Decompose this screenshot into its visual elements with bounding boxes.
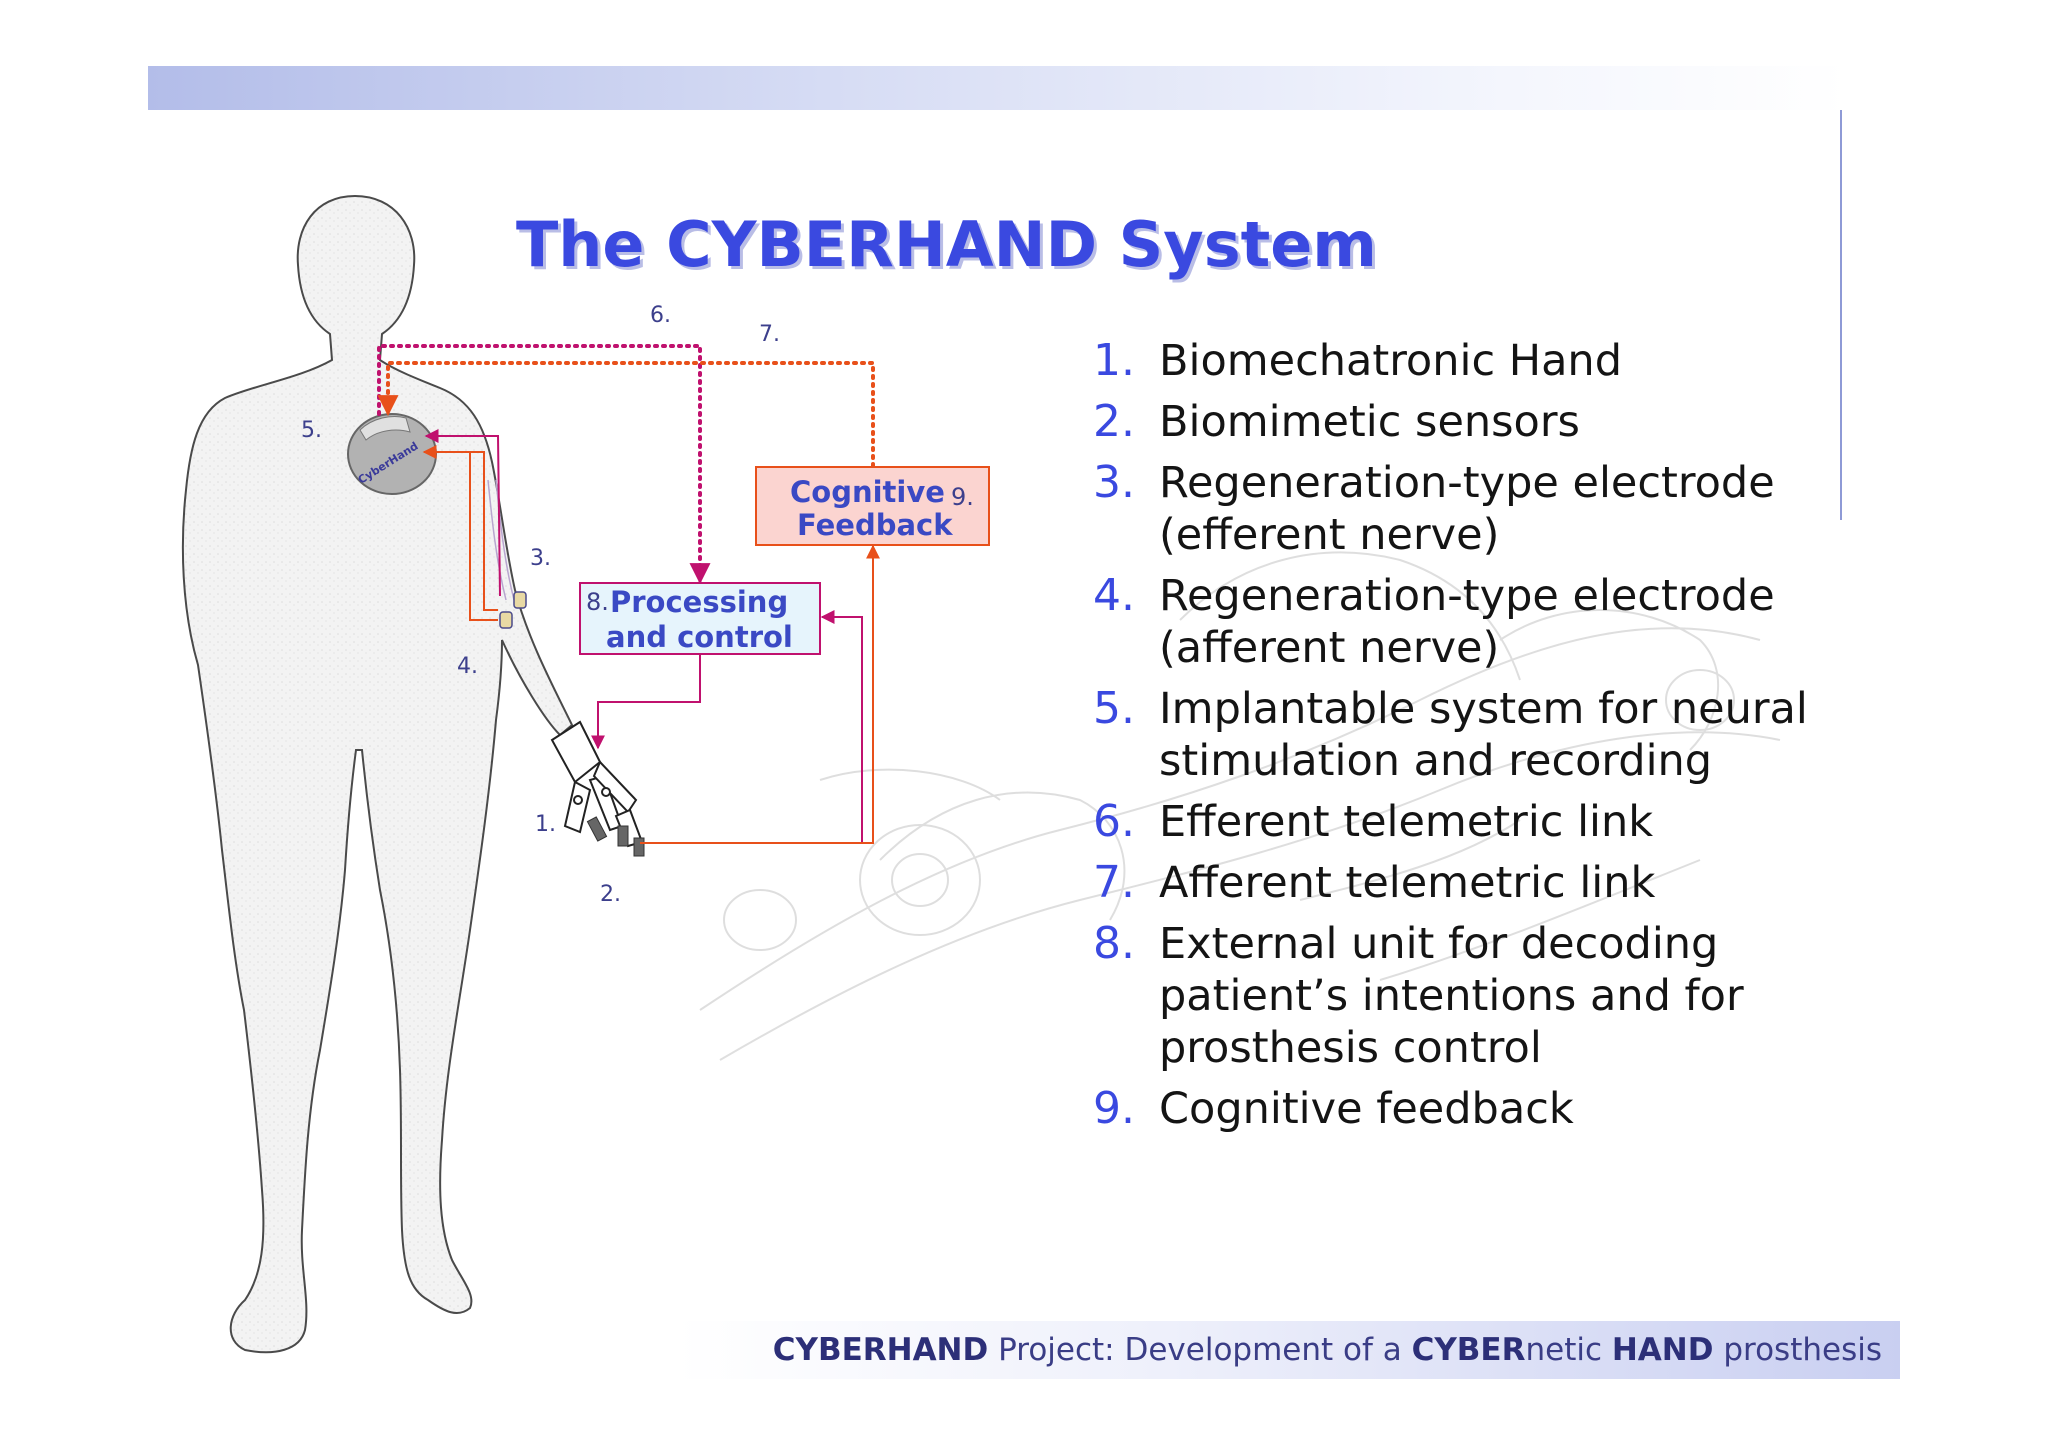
connection-lines bbox=[377, 344, 880, 844]
legend-item: 6. Efferent telemetric link bbox=[1093, 796, 1813, 848]
legend-text: External unit for decoding patient’s int… bbox=[1159, 919, 1744, 1073]
arm-nerve-fibers bbox=[487, 479, 515, 601]
legend-item: 2. Biomimetic sensors bbox=[1093, 396, 1813, 448]
slide-title: The CYBERHAND System bbox=[516, 208, 1377, 281]
mechanical-hand-sketch bbox=[699, 551, 1781, 1061]
feedback-label-line1: Cognitive bbox=[790, 475, 945, 509]
legend-item: 5. Implantable system for neural stimula… bbox=[1093, 683, 1813, 787]
footer-text: Project: Development of a bbox=[988, 1332, 1412, 1368]
legend-item: 3. Regeneration-type electrode (efferent… bbox=[1093, 457, 1813, 561]
legend-text: Regeneration-type electrode (efferent ne… bbox=[1159, 458, 1775, 560]
right-divider bbox=[1840, 110, 1842, 520]
feedback-label-line2: Feedback bbox=[797, 508, 953, 542]
legend-number: 7. bbox=[1093, 857, 1135, 908]
legend-text: Regeneration-type electrode (afferent ne… bbox=[1159, 571, 1775, 673]
cognitive-feedback-box: Cognitive Feedback 9. bbox=[755, 466, 990, 546]
footer-text-prosthesis: prosthesis bbox=[1713, 1332, 1882, 1368]
legend-item: 7. Afferent telemetric link bbox=[1093, 857, 1813, 909]
legend-item: 9. Cognitive feedback bbox=[1093, 1083, 1813, 1135]
legend-number: 4. bbox=[1093, 570, 1135, 621]
legend-item: 8. External unit for decoding patient’s … bbox=[1093, 918, 1813, 1074]
callout-4: 4. bbox=[457, 654, 478, 679]
legend-text: Efferent telemetric link bbox=[1159, 797, 1654, 847]
legend-list: 1. Biomechatronic Hand 2. Biomimetic sen… bbox=[1093, 335, 1813, 1144]
callout-1: 1. bbox=[535, 812, 556, 837]
callout-7: 7. bbox=[759, 322, 780, 347]
callout-2: 2. bbox=[600, 882, 621, 907]
callout-6: 6. bbox=[650, 303, 671, 328]
callout-3: 3. bbox=[530, 546, 551, 571]
legend-number: 3. bbox=[1093, 457, 1135, 508]
legend-item: 1. Biomechatronic Hand bbox=[1093, 335, 1813, 387]
footer-project-name: CYBERHAND bbox=[772, 1332, 989, 1368]
biomimetic-sensors bbox=[586, 816, 645, 857]
footer-hand: HAND bbox=[1611, 1332, 1714, 1368]
feedback-number: 9. bbox=[951, 483, 974, 511]
header-band bbox=[148, 66, 1848, 110]
processing-label-line2: and control bbox=[606, 620, 793, 654]
legend-text: Biomimetic sensors bbox=[1159, 397, 1580, 447]
processing-label-line1: Processing bbox=[610, 585, 788, 619]
legend-number: 8. bbox=[1093, 918, 1135, 969]
processing-box: 8. Processing and control bbox=[579, 582, 821, 655]
legend-number: 1. bbox=[1093, 335, 1135, 386]
legend-text: Biomechatronic Hand bbox=[1159, 336, 1622, 386]
processing-number: 8. bbox=[586, 588, 609, 616]
legend-item: 4. Regeneration-type electrode (afferent… bbox=[1093, 570, 1813, 674]
legend-text: Cognitive feedback bbox=[1159, 1084, 1574, 1134]
footer-cyber: CYBER bbox=[1411, 1332, 1526, 1368]
biomechatronic-hand bbox=[550, 720, 644, 848]
footer-banner: CYBERHAND Project: Development of a CYBE… bbox=[676, 1321, 1900, 1379]
human-body-silhouette bbox=[181, 194, 574, 1354]
legend-number: 5. bbox=[1093, 683, 1135, 734]
legend-number: 9. bbox=[1093, 1083, 1135, 1134]
implantable-system: CyberHand bbox=[347, 413, 437, 495]
legend-text: Afferent telemetric link bbox=[1159, 858, 1656, 908]
footer-text-netic: netic bbox=[1525, 1332, 1612, 1368]
legend-number: 2. bbox=[1093, 396, 1135, 447]
legend-number: 6. bbox=[1093, 796, 1135, 847]
legend-text: Implantable system for neural stimulatio… bbox=[1159, 684, 1808, 786]
callout-5: 5. bbox=[301, 418, 322, 443]
regeneration-electrodes bbox=[499, 591, 527, 629]
